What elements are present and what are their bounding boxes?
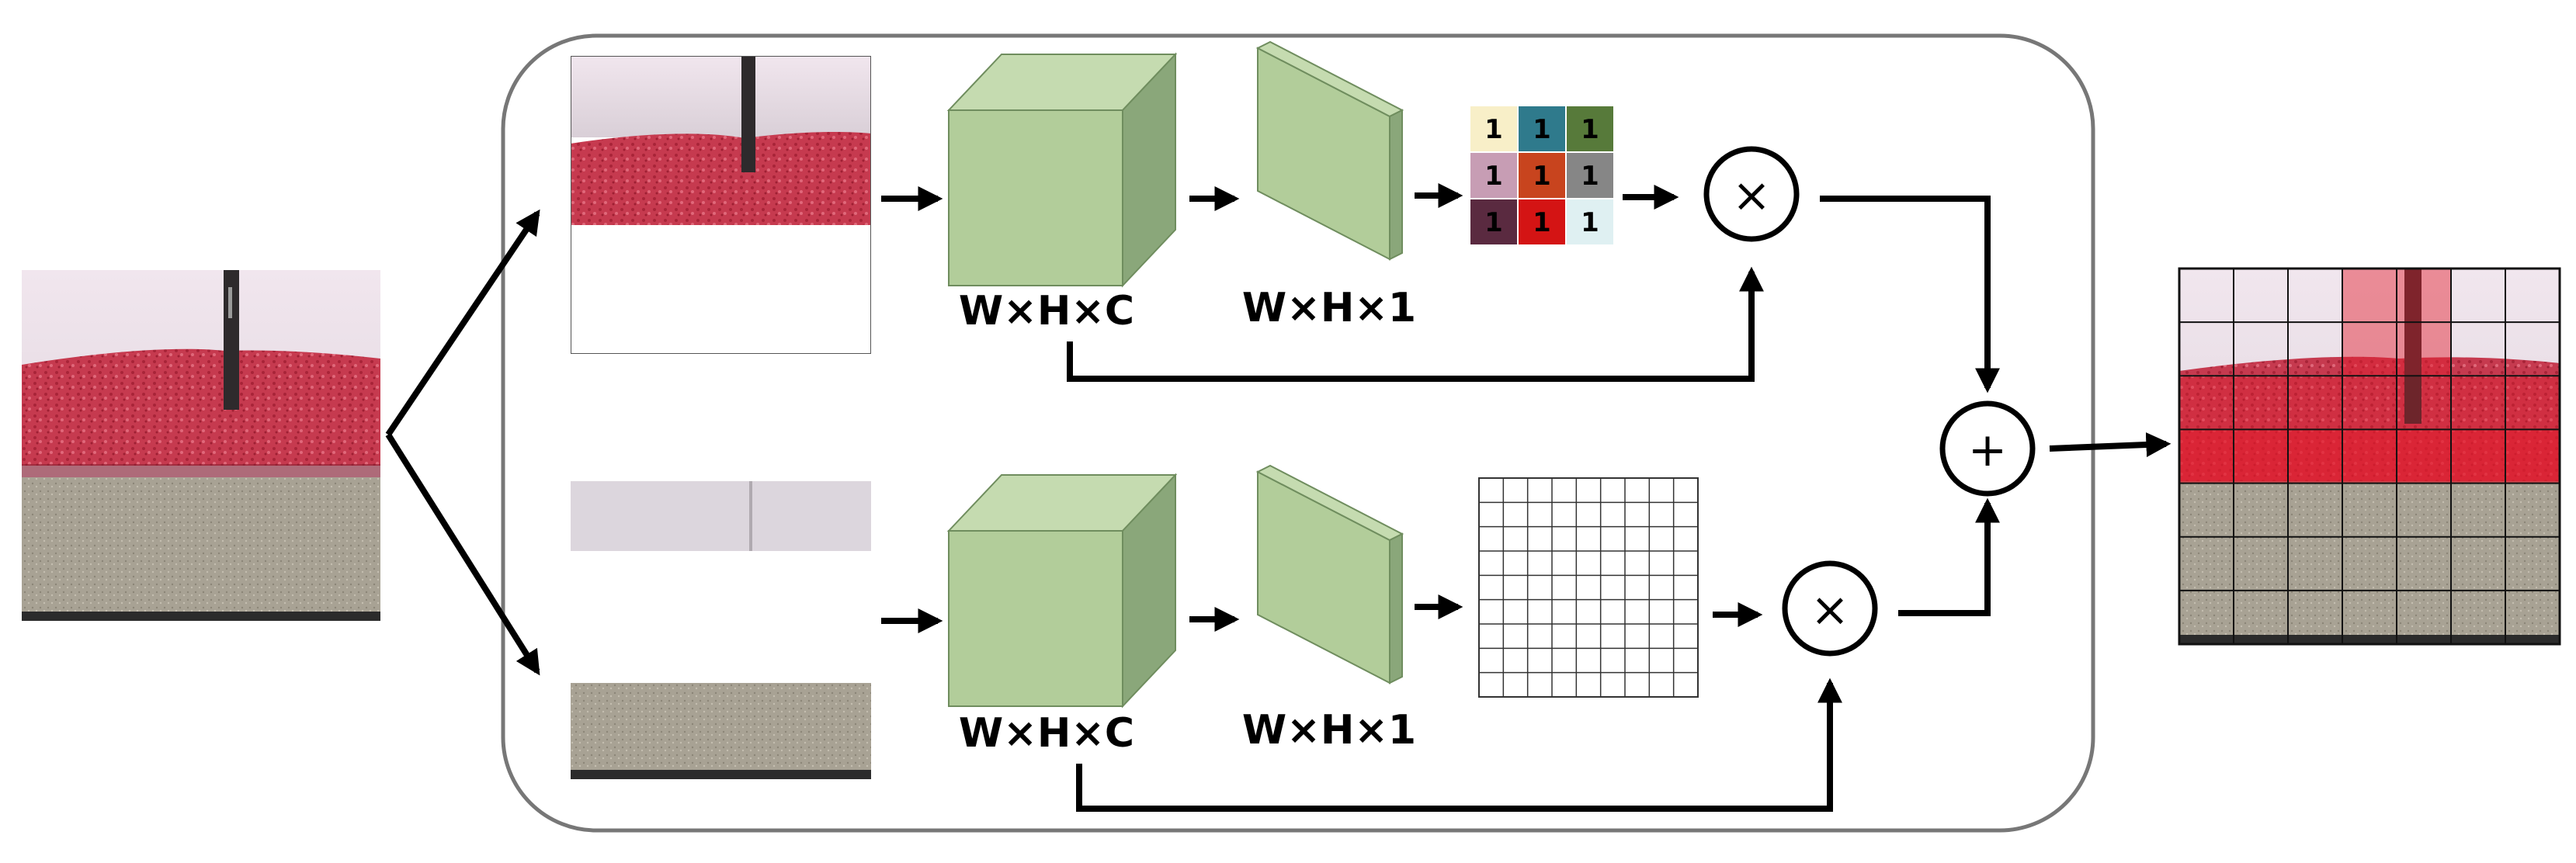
matrix-cell-2-2 bbox=[1565, 198, 1615, 246]
map-label-bottom: W×H×1 bbox=[1242, 707, 1416, 754]
map-label-top: W×H×1 bbox=[1242, 285, 1416, 331]
matrix-value-1-2: 1 bbox=[1581, 161, 1599, 192]
split-arrow-down bbox=[385, 432, 540, 676]
add-symbol: + bbox=[1968, 423, 2007, 477]
skip-connection-bottom bbox=[1076, 678, 1842, 812]
matrix-value-0-2: 1 bbox=[1581, 114, 1599, 145]
matrix-cell-0-2 bbox=[1565, 105, 1615, 153]
multiply-op-bottom bbox=[1782, 560, 1878, 657]
matrix-value-0-0: 1 bbox=[1484, 114, 1503, 145]
output-grid-border bbox=[2178, 267, 2561, 646]
feature-label-top: W×H×C bbox=[959, 288, 1134, 334]
arrow-multiply-top-to-add bbox=[1820, 196, 2000, 393]
arrow-add-to-output bbox=[2049, 432, 2172, 458]
bottom-branch-image bbox=[571, 481, 871, 779]
add-op bbox=[1939, 400, 2036, 497]
matrix-value-2-2: 1 bbox=[1581, 207, 1599, 238]
matrix-cell-2-0 bbox=[1469, 198, 1519, 246]
attention-map-slab-bottom bbox=[1255, 464, 1404, 685]
multiply-symbol-bottom: × bbox=[1810, 583, 1849, 637]
feature-label-bottom: W×H×C bbox=[959, 710, 1134, 757]
matrix-cell-0-0 bbox=[1469, 105, 1519, 153]
matrix-value-0-1: 1 bbox=[1533, 114, 1551, 145]
feature-cube-bottom bbox=[946, 473, 1178, 709]
matrix-cell-2-1 bbox=[1517, 198, 1567, 246]
output-grid-overlay bbox=[2178, 267, 2561, 646]
matrix-value-2-0: 1 bbox=[1484, 207, 1503, 238]
multiply-op-top bbox=[1703, 146, 1800, 242]
fine-grid-border bbox=[1478, 477, 1699, 698]
arrow-multiply-bottom-to-add bbox=[1898, 497, 2000, 616]
matrix-cell-1-1 bbox=[1517, 151, 1567, 199]
split-arrow-up bbox=[385, 209, 540, 437]
attention-module-frame bbox=[501, 33, 2095, 833]
skip-connection-top bbox=[1067, 266, 1764, 382]
matrix-value-1-1: 1 bbox=[1533, 161, 1551, 192]
fine-grid-map bbox=[1478, 477, 1699, 698]
attention-map-slab-top bbox=[1255, 40, 1404, 261]
matrix-value-2-1: 1 bbox=[1533, 207, 1551, 238]
output-image bbox=[2179, 269, 2560, 644]
feature-cube-top bbox=[946, 52, 1178, 288]
top-branch-image bbox=[571, 56, 871, 354]
input-image bbox=[22, 270, 380, 621]
matrix-cell-1-2 bbox=[1565, 151, 1615, 199]
matrix-value-1-0: 1 bbox=[1484, 161, 1503, 192]
multiply-symbol-top: × bbox=[1732, 168, 1771, 223]
